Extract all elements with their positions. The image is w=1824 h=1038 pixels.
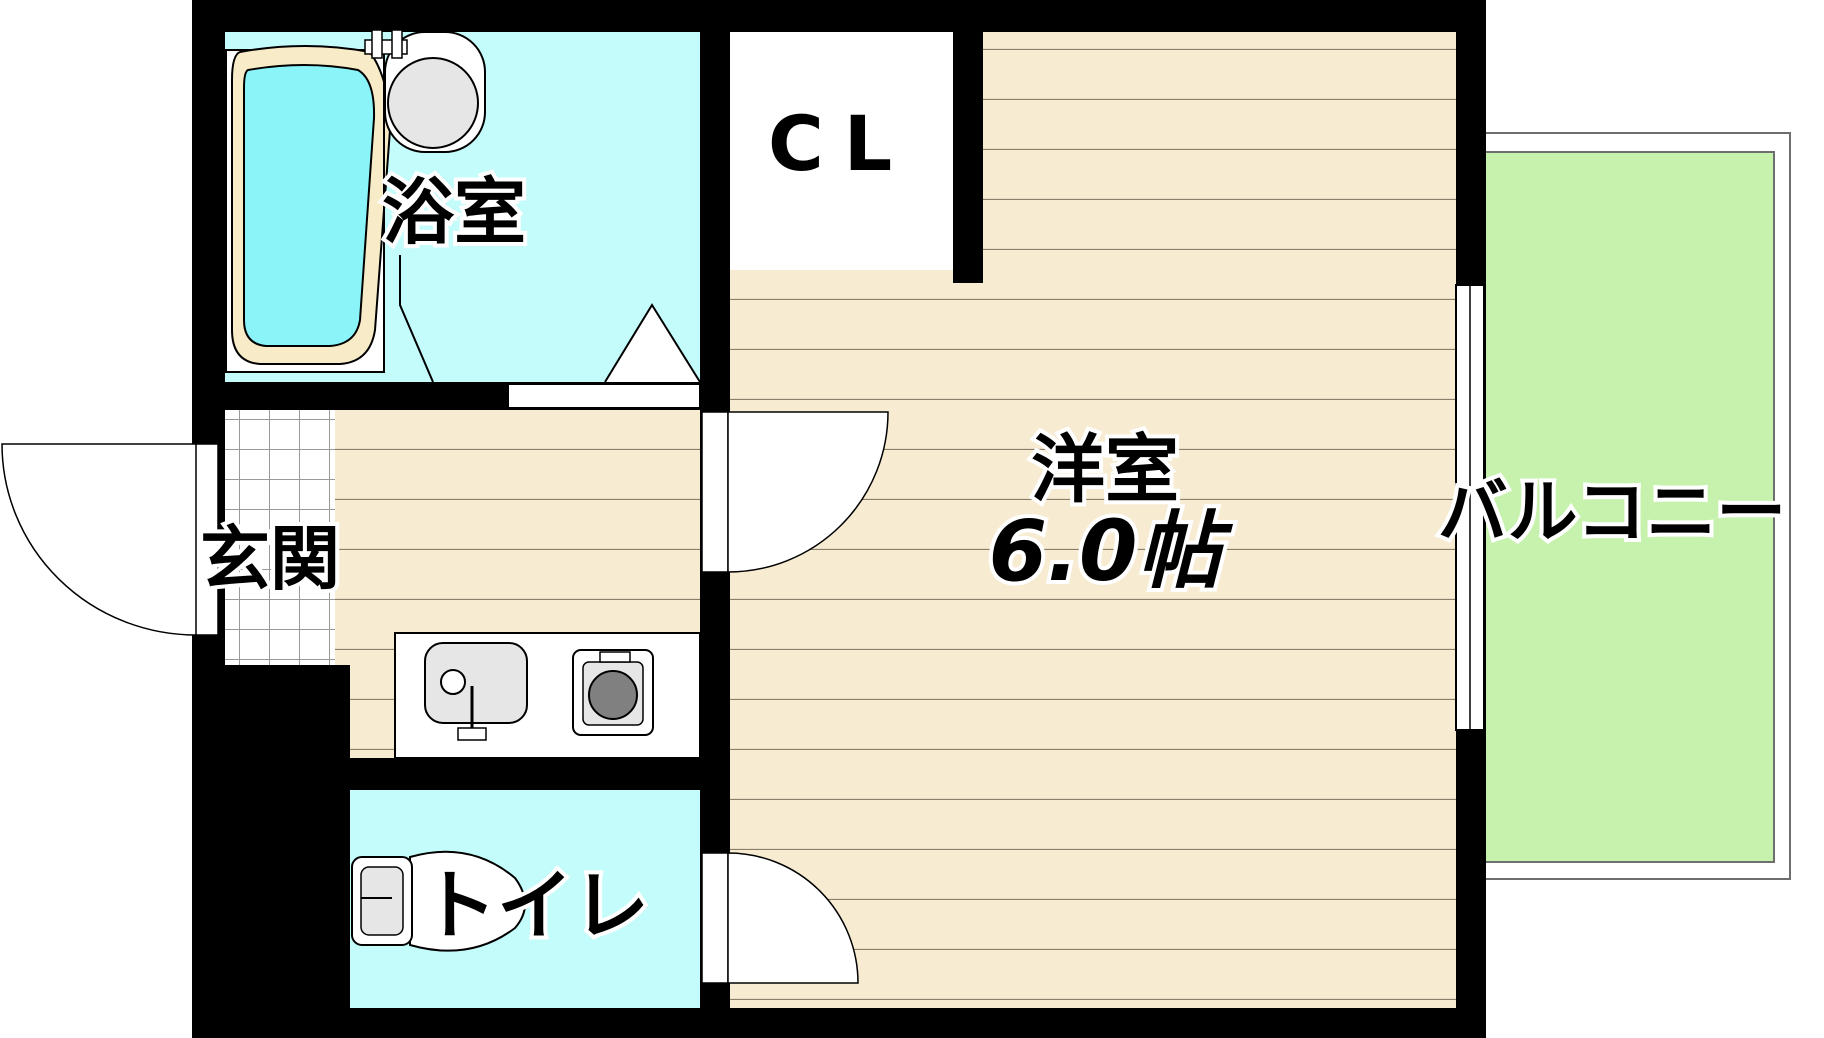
kitchen-counter xyxy=(394,632,701,759)
bath-label: 浴室 xyxy=(382,170,526,254)
wall-block xyxy=(192,665,350,1038)
closet xyxy=(730,32,953,270)
closet-label: CL xyxy=(768,99,912,188)
toilet-icon xyxy=(351,850,526,952)
toilet-label: トイレ xyxy=(421,861,649,950)
bath-wall xyxy=(192,382,508,410)
closet-wall xyxy=(953,32,983,283)
toilet-wall xyxy=(335,758,700,790)
western-room-size: 6.0帖 xyxy=(989,502,1234,600)
room-door-icon xyxy=(701,411,889,573)
entrance-tiles xyxy=(225,410,335,665)
bath-door-icon xyxy=(604,303,701,383)
balcony xyxy=(1483,132,1791,880)
kitchen-sink-icon xyxy=(424,642,528,741)
bathtub-icon xyxy=(225,45,392,373)
entrance-door-icon xyxy=(1,443,219,636)
shower-icon xyxy=(364,29,486,153)
western-room-label: 洋室 xyxy=(1031,427,1179,513)
bathroom-partition xyxy=(399,255,434,383)
stove-icon xyxy=(572,649,654,736)
balcony-label: バルコニー xyxy=(1438,471,1787,553)
toilet-door-icon xyxy=(701,852,859,984)
bath-window-icon xyxy=(507,383,701,409)
entrance-label: 玄関 xyxy=(200,518,340,600)
western-room xyxy=(730,32,1456,1008)
